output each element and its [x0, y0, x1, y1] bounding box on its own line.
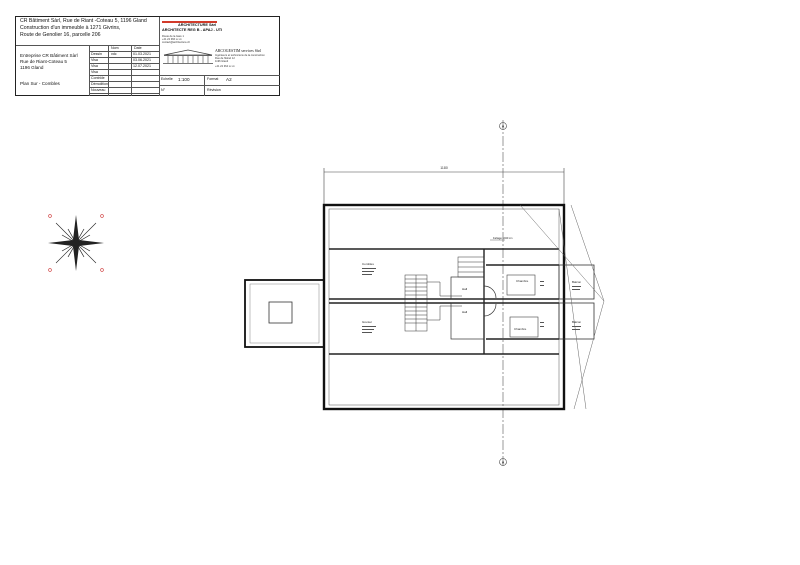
rev-row-label: Contrôle [91, 75, 105, 80]
room-box-north [506, 274, 536, 296]
temple-logo-icon [163, 49, 213, 64]
room-label-chambre-south: Chambre [514, 327, 527, 331]
client-line-3: Route de Genolier 16, parcelle 206 [20, 32, 101, 38]
partner-sub-3: 1196 Gland [215, 60, 229, 63]
room-label-combles-north: Combles [362, 262, 374, 266]
client-line-2: Construction d'un immeuble à 1271 Givrin… [20, 25, 121, 31]
owner-line-3: 1196 Gland [20, 65, 44, 70]
owner-line-2: Rue de Riant-Coteau 5 [20, 59, 67, 64]
rev-row-date: 01.03.2021 [133, 51, 151, 56]
building-outline [322, 203, 566, 411]
title-block: CR Bâtiment Sàrl, Rue de Riant -Coteau 5… [15, 16, 280, 96]
section-label-top: A [502, 125, 505, 129]
skylight [268, 301, 293, 324]
revision-label: Révision [207, 87, 221, 92]
balcony-north [558, 264, 595, 300]
hall-walls [450, 276, 497, 340]
firm-accent-bar [162, 21, 217, 23]
rev-row-label: Visa [91, 63, 98, 68]
room-box-south [509, 316, 539, 338]
firm-address: Route de la Gare 1 [162, 35, 184, 38]
section-marker-top-icon [499, 122, 507, 130]
rev-header-date: Date [134, 45, 142, 50]
west-annex [244, 279, 325, 348]
rev-row-label: Démolition [91, 81, 108, 86]
room-label-balcon-north: Balcon [572, 280, 582, 284]
section-marker-bottom-icon [499, 458, 507, 466]
compass-rose-icon [48, 214, 104, 272]
rev-row-label: Dessin [91, 51, 102, 56]
room-label-hall-south: Hall [462, 310, 468, 314]
firm-registration: ARCHITECTE REG B - APAJ - UTI [162, 28, 223, 32]
staircase [404, 256, 485, 332]
rev-row-name: vdc [111, 51, 117, 56]
firm-name: ARCHITECTURE Sàrl [178, 23, 217, 27]
owner-line-1: Entreprise CR Bâtiment Sàrl [20, 53, 78, 58]
rev-row-date: 03.06.2021 [133, 57, 151, 62]
firm-phone: +41 22 366 xx xx [162, 38, 182, 41]
format-label: Format [207, 77, 219, 81]
overall-dimension-text: 1180 [440, 166, 448, 170]
ridge-label: Faîtage 1040 cm [493, 236, 512, 240]
scale-label: Echelle [161, 77, 173, 81]
plan-title: Plan Sur - Combles [20, 81, 60, 86]
partner-contact: +41 22 364 xx xx [215, 65, 235, 68]
rev-row-date: 12.07.2021 [133, 63, 151, 68]
partner-sub-2: Rue de l'Etraz 12 [215, 57, 235, 60]
room-label-hall-north: Hall [462, 287, 468, 291]
format-value: A2 [226, 76, 232, 82]
scale-value: 1:100 [178, 76, 190, 82]
section-label-bottom: A [502, 461, 505, 465]
number-label: N° [161, 87, 166, 92]
overall-dimension-line [323, 168, 565, 205]
roof-lines [490, 204, 605, 410]
room-label-balcon-south: Balcon [572, 320, 582, 324]
rev-row-label: Visa [91, 69, 98, 74]
firm-email: contact@architecture.ch [162, 41, 191, 44]
client-line-1: CR Bâtiment Sàrl, Rue de Riant -Coteau 5… [20, 18, 147, 24]
room-label-grenier-south: Grenier [362, 320, 372, 324]
partner-sub-1: Ingénieurs et techniciens de la construc… [215, 54, 265, 57]
rev-row-label: Visa [91, 57, 98, 62]
partner-name: ARCOGESTIM services Sàrl [215, 49, 262, 53]
rev-row-label: Nouveau [91, 87, 106, 92]
rev-header-name: Nom [111, 45, 119, 50]
room-label-chambre-north: Chambre [516, 279, 529, 283]
